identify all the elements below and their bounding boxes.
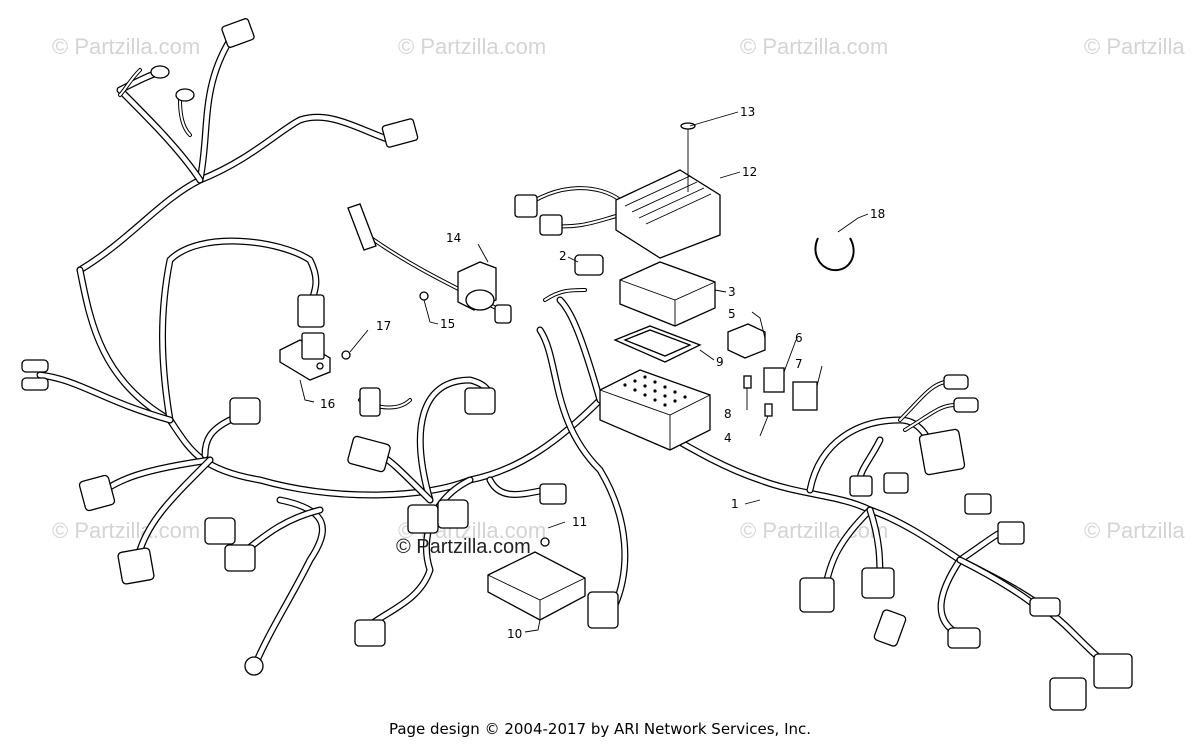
- watermark: © Partzilla: [1084, 34, 1185, 59]
- voltage-regulator: [615, 169, 721, 259]
- thin-leads: [118, 68, 957, 432]
- callout-18: 18: [870, 207, 885, 221]
- callout-15: 15: [440, 317, 455, 331]
- callout-6: 6: [795, 331, 803, 345]
- callout-17: 17: [376, 319, 391, 333]
- callout-14: 14: [446, 231, 461, 245]
- callout-5: 5: [728, 307, 736, 321]
- callout-9: 9: [716, 355, 724, 369]
- callout-10: 10: [507, 627, 522, 641]
- leader-lines: [299, 111, 869, 633]
- watermark: © Partzilla.com: [52, 518, 201, 543]
- callout-11: 11: [572, 515, 587, 529]
- watermark: © Partzilla.com: [52, 34, 201, 59]
- watermark: © Partzilla.com: [740, 518, 889, 543]
- callout-4: 4: [724, 431, 732, 445]
- copyright-footer: Page design © 2004-2017 by ARI Network S…: [388, 720, 812, 738]
- callout-16: 16: [320, 397, 335, 411]
- watermark: © Partzilla: [1084, 518, 1185, 543]
- callout-2: 2: [559, 249, 567, 263]
- callout-8: 8: [724, 407, 732, 421]
- callout-1: 1: [731, 497, 739, 511]
- center-watermark: © Partzilla.com: [396, 536, 531, 558]
- callout-7: 7: [795, 357, 803, 371]
- callout-13: 13: [740, 105, 755, 119]
- watermark: © Partzilla.com: [398, 34, 547, 59]
- callout-labels: 13 12 18 14 2 3 5 15 17 6 9 7 16 8 4 1 1…: [320, 105, 885, 641]
- components: [279, 122, 855, 621]
- connectors: [21, 18, 1133, 711]
- watermark: © Partzilla.com: [740, 34, 889, 59]
- callout-3: 3: [728, 285, 736, 299]
- main-harness-wire: [36, 36, 1114, 669]
- callout-12: 12: [742, 165, 757, 179]
- fuse-block-slots: [623, 375, 687, 407]
